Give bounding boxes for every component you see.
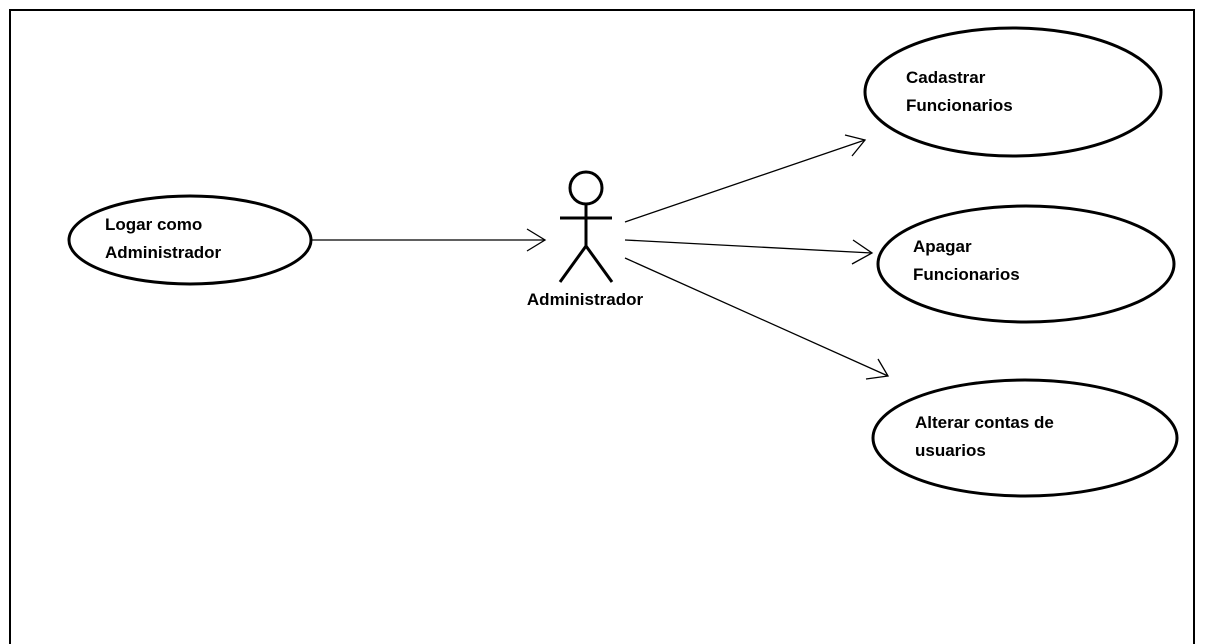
arrowhead-actor xyxy=(526,228,547,252)
use-case-apagar-label: Apagar xyxy=(913,237,972,256)
use-case-apagar-label-2: Funcionarios xyxy=(913,265,1020,284)
use-case-cadastrar-label: Cadastrar xyxy=(906,68,986,87)
actor-right-leg xyxy=(584,245,614,283)
use-case-logar-label: Logar como xyxy=(105,215,202,234)
use-case-apagar-ellipse xyxy=(876,204,1176,324)
arrowhead-apagar xyxy=(851,239,874,265)
actor-administrador[interactable] xyxy=(558,170,614,283)
actor-label: Administrador xyxy=(527,290,644,309)
arrowhead-alterar xyxy=(865,358,890,380)
use-case-logar[interactable]: Logar como Administrador xyxy=(67,194,313,286)
association-actor-to-cadastrar xyxy=(624,139,866,223)
use-case-logar-label-2: Administrador xyxy=(105,243,222,262)
use-case-alterar[interactable]: Alterar contas de usuarios xyxy=(871,378,1179,498)
use-case-cadastrar-label-2: Funcionarios xyxy=(906,96,1013,115)
use-case-logar-ellipse xyxy=(67,194,313,286)
use-case-cadastrar-ellipse xyxy=(863,26,1163,158)
association-actor-to-alterar xyxy=(624,257,889,377)
actor-left-leg xyxy=(558,245,588,283)
association-actor-to-apagar xyxy=(624,239,873,254)
use-case-cadastrar[interactable]: Cadastrar Funcionarios xyxy=(863,26,1163,158)
use-case-alterar-ellipse xyxy=(871,378,1179,498)
use-case-apagar[interactable]: Apagar Funcionarios xyxy=(876,204,1176,324)
arrowhead-cadastrar xyxy=(844,134,867,157)
use-case-alterar-label: Alterar contas de xyxy=(915,413,1054,432)
use-case-alterar-label-2: usuarios xyxy=(915,441,986,460)
